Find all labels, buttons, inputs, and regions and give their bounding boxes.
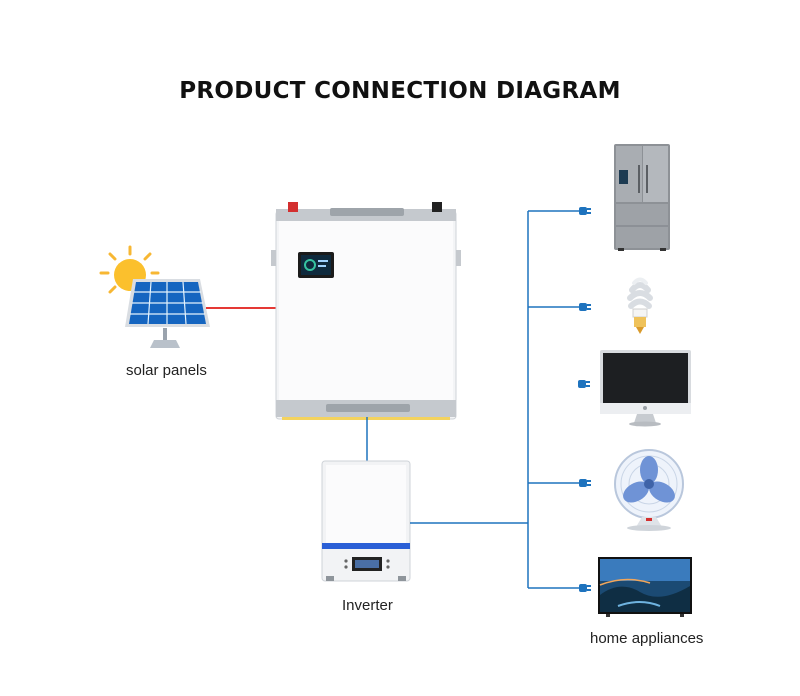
light-bulb-icon: [627, 277, 653, 334]
plug-icon: [578, 380, 590, 388]
solar-panel-icon: [125, 279, 210, 348]
diagram-title: PRODUCT CONNECTION DIAGRAM: [179, 78, 621, 104]
refrigerator-icon: [614, 144, 670, 251]
appliance-wiring: [410, 210, 579, 589]
plug-icon: [579, 207, 591, 215]
electric-fan-icon: [614, 449, 684, 531]
plug-icon: [579, 479, 591, 487]
computer-monitor-icon: [600, 350, 691, 427]
inverter-icon: [321, 460, 411, 582]
home-appliances-label: home appliances: [590, 630, 704, 647]
television-icon: [598, 557, 692, 617]
solar-panels-label: solar panels: [126, 362, 207, 379]
inverter-label: Inverter: [342, 597, 393, 614]
battery-unit-icon: [271, 202, 461, 420]
plug-icon: [579, 584, 591, 592]
plug-icon: [579, 303, 591, 311]
